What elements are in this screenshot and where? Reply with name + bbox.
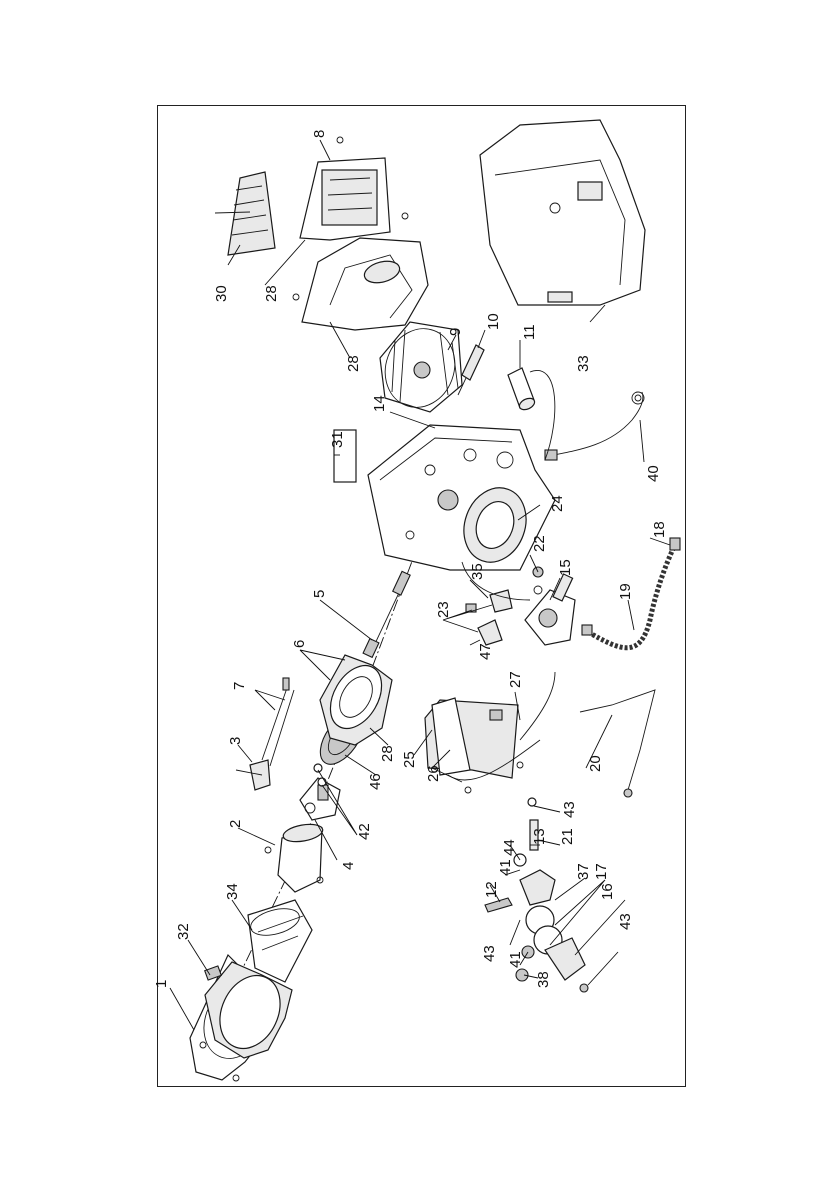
label-23: 23 xyxy=(435,601,452,618)
label-5: 5 xyxy=(311,590,328,598)
label-26: 26 xyxy=(425,765,442,782)
label-40: 40 xyxy=(645,465,662,482)
label-43-bottom: 43 xyxy=(617,913,634,930)
part-cover-flap xyxy=(215,172,275,255)
label-14: 14 xyxy=(371,395,388,412)
label-46: 46 xyxy=(367,773,384,790)
label-32: 32 xyxy=(175,923,192,940)
label-11: 11 xyxy=(521,324,538,340)
label-10: 10 xyxy=(485,313,502,330)
part-ignition-cable xyxy=(520,672,555,740)
label-20: 20 xyxy=(587,755,604,772)
part-coil-fittings xyxy=(466,590,512,645)
label-8: 8 xyxy=(311,130,328,138)
label-38: 38 xyxy=(535,971,552,988)
part-oil-pipe xyxy=(580,690,655,797)
label-24: 24 xyxy=(549,495,566,512)
part-combustion-head xyxy=(265,822,324,892)
label-13: 13 xyxy=(531,828,548,845)
label-7: 7 xyxy=(231,682,248,690)
label-30: 30 xyxy=(213,285,230,302)
part-front-plate xyxy=(320,655,392,745)
label-25: 25 xyxy=(401,751,418,768)
part-diffuser xyxy=(236,760,270,790)
label-19: 19 xyxy=(617,583,634,600)
part-air-intake xyxy=(300,137,390,240)
part-oil-pump xyxy=(525,574,575,645)
label-44: 44 xyxy=(501,839,518,856)
label-31: 31 xyxy=(329,431,346,448)
label-28-airbox: 28 xyxy=(345,355,362,372)
label-33: 33 xyxy=(575,355,592,372)
label-41-bottom: 41 xyxy=(507,951,524,968)
label-3: 3 xyxy=(227,737,244,745)
label-4: 4 xyxy=(340,862,357,870)
label-17: 17 xyxy=(593,863,610,880)
part-ignition-transformer xyxy=(425,698,540,793)
label-21: 21 xyxy=(559,828,576,845)
part-electrodes xyxy=(262,678,294,766)
label-28-front: 28 xyxy=(379,745,396,762)
label-27: 27 xyxy=(507,671,524,688)
label-6: 6 xyxy=(291,640,308,648)
label-43-top: 43 xyxy=(561,801,578,818)
part-cover-hood xyxy=(480,120,645,305)
label-34: 34 xyxy=(224,883,241,900)
label-35: 35 xyxy=(469,563,486,580)
label-41-top: 41 xyxy=(497,859,514,876)
label-16: 16 xyxy=(599,883,616,900)
label-47: 47 xyxy=(477,643,494,660)
label-9: 9 xyxy=(447,328,464,336)
label-1: 1 xyxy=(153,980,170,988)
label-28-intake: 28 xyxy=(263,285,280,302)
label-22: 22 xyxy=(531,535,548,552)
label-2: 2 xyxy=(227,820,244,828)
label-12: 12 xyxy=(483,881,500,898)
label-42: 42 xyxy=(356,823,373,840)
label-43-mid: 43 xyxy=(481,945,498,962)
part-pump-internals xyxy=(485,798,588,992)
label-18: 18 xyxy=(651,521,668,538)
part-power-cable xyxy=(545,392,644,460)
part-blast-tube xyxy=(248,900,312,982)
part-photocell xyxy=(458,345,484,395)
label-15: 15 xyxy=(557,559,574,576)
part-burner-housing xyxy=(368,425,555,600)
label-37: 37 xyxy=(575,863,592,880)
part-oil-line xyxy=(363,571,410,657)
